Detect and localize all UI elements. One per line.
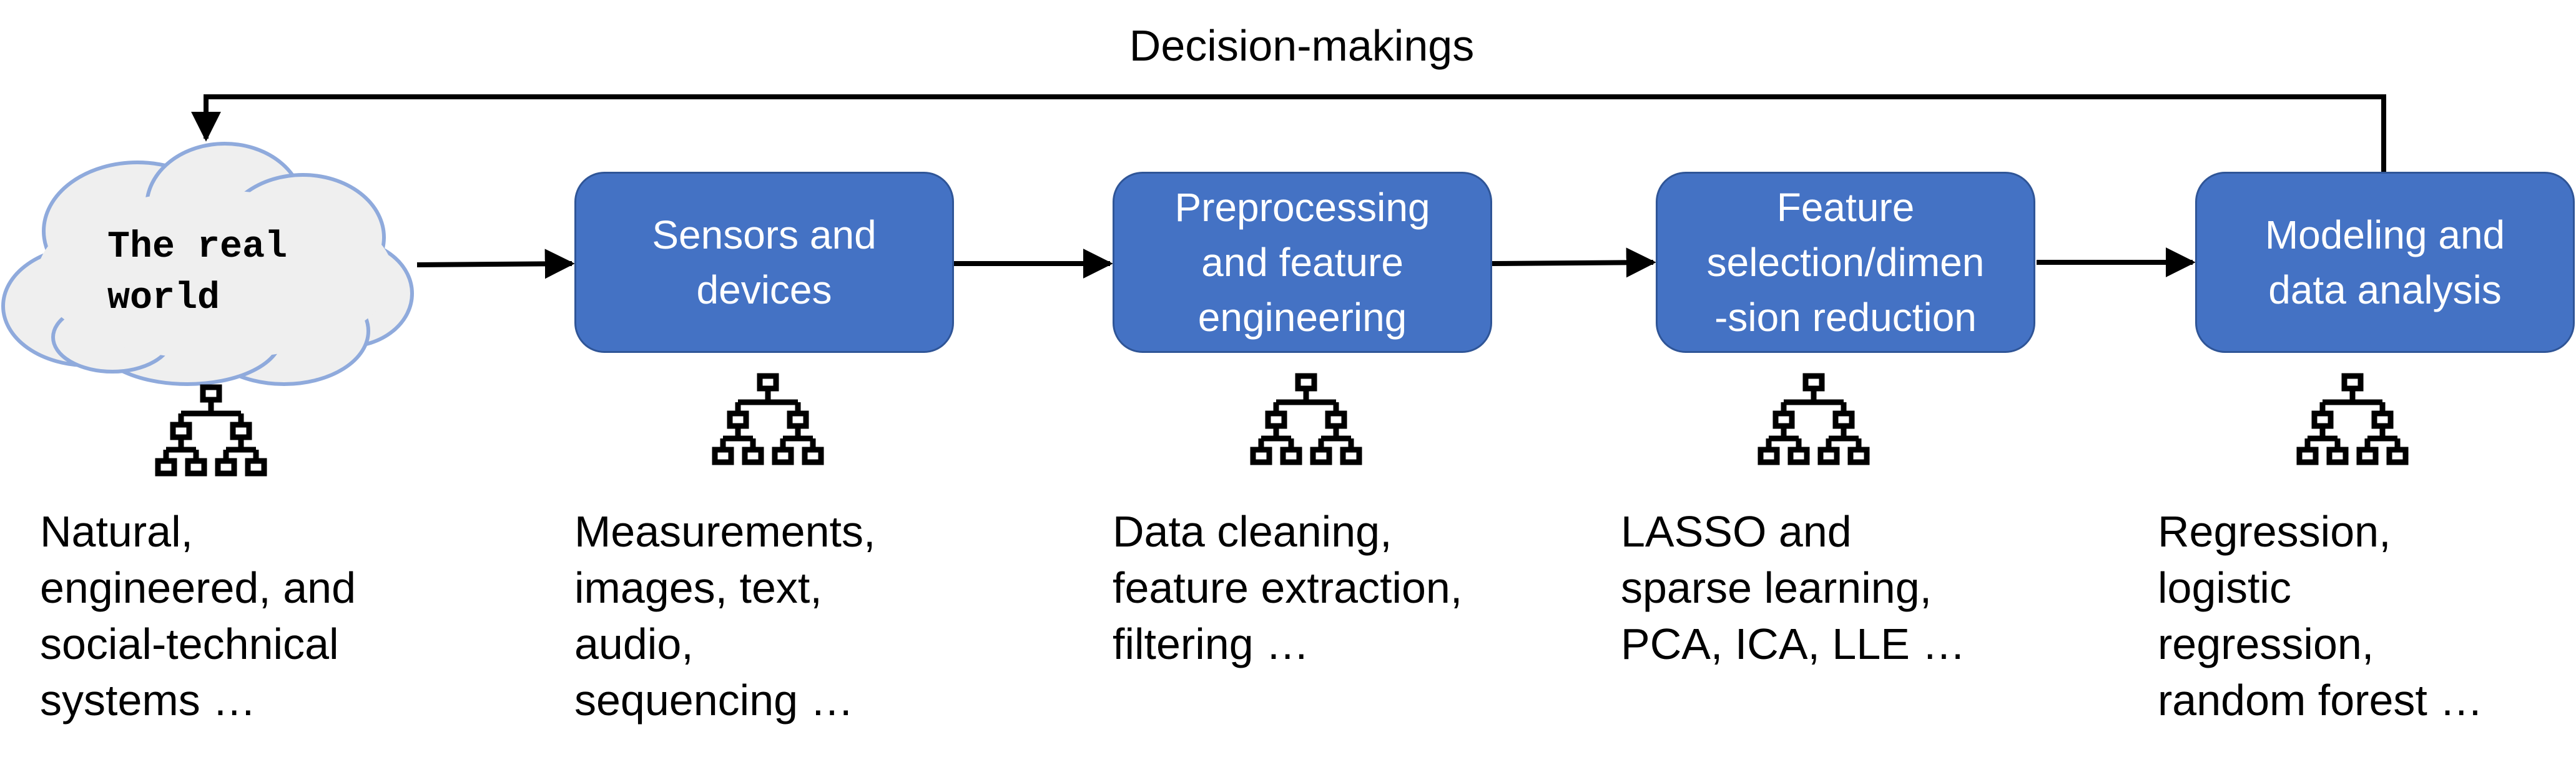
feedback-arrow [191, 94, 2386, 172]
hierarchy-icon [715, 376, 821, 462]
description-real-world: Natural, engineered, and social-technica… [40, 507, 356, 725]
description-preprocessing: Data cleaning, feature extraction, filte… [1113, 507, 1463, 668]
hierarchy-icon [1253, 376, 1359, 462]
stage-feature-selection-label: Feature selection/dimen -sion reduction [1706, 185, 1985, 340]
hierarchy-icon [2299, 376, 2406, 462]
stage-modeling: Modeling and data analysis [2195, 172, 2575, 353]
real-world-cloud [1, 142, 414, 386]
stage-sensors: Sensors and devices [574, 172, 954, 353]
hierarchy-icon [158, 387, 264, 473]
stage-preprocessing: Preprocessing and feature engineering [1113, 172, 1492, 353]
stage-modeling-label: Modeling and data analysis [2264, 212, 2505, 312]
arrow-preprocessing-to-selection [1492, 247, 1656, 278]
stage-feature-selection: Feature selection/dimen -sion reduction [1656, 172, 2035, 353]
arrow-cloud-to-sensors [416, 249, 575, 279]
stage-sensors-label: Sensors and devices [652, 212, 877, 312]
description-modeling: Regression, logistic regression, random … [2158, 507, 2484, 725]
hierarchy-icon [1761, 376, 1867, 462]
description-feature-selection: LASSO and sparse learning, PCA, ICA, LLE… [1621, 507, 1966, 668]
cloud-label: The real world [107, 226, 288, 320]
stage-preprocessing-label: Preprocessing and feature engineering [1174, 185, 1430, 340]
description-sensors: Measurements, images, text, audio, seque… [574, 507, 876, 725]
decision-makings-label: Decision-makings [1129, 21, 1475, 70]
